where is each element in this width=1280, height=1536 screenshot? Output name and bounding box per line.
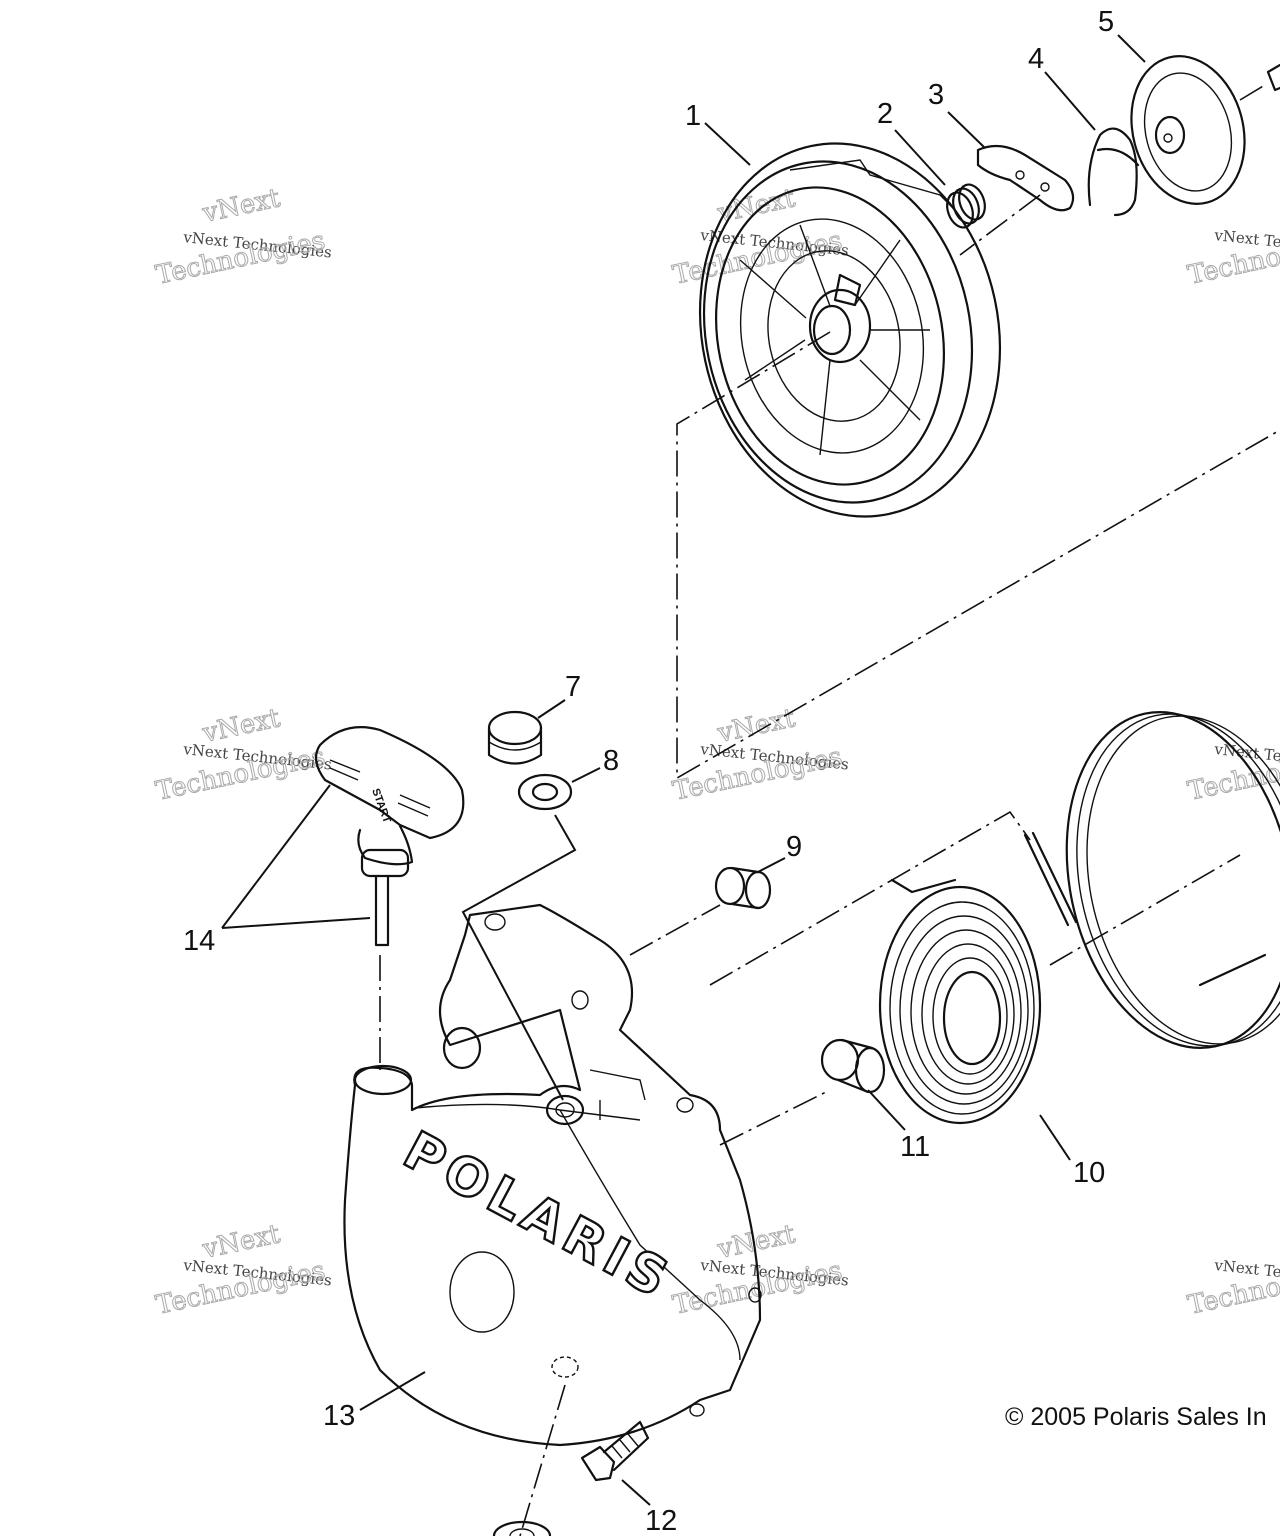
callout-7: 7 xyxy=(565,671,581,703)
sleeve-bushing xyxy=(820,1038,886,1094)
friction-spring-clip xyxy=(1087,127,1140,217)
housing-bolt xyxy=(580,1420,650,1482)
callout-3: 3 xyxy=(928,79,944,111)
watermark-top-right: vNext Technologies Technologies xyxy=(1185,225,1280,291)
watermark-mid-left: vNext vNext Technologies Technologies xyxy=(153,703,333,808)
callout-8: 8 xyxy=(603,745,619,777)
callout-12: 12 xyxy=(645,1505,677,1536)
callout-13: 13 xyxy=(323,1400,355,1432)
callout-14: 14 xyxy=(183,925,215,957)
pawl-spring xyxy=(946,183,986,229)
recoil-spring xyxy=(878,878,1042,1125)
watermark-mid-center: vNext vNext Technologies Technologies xyxy=(670,703,850,808)
watermark-bottom-left: vNext vNext Technologies Technologies xyxy=(153,1219,333,1322)
callout-9: 9 xyxy=(786,831,802,863)
cap-plug xyxy=(487,710,543,765)
svg-text:vNext: vNext xyxy=(199,183,283,229)
starter-rope-coil xyxy=(1023,711,1280,1049)
starter-pawl xyxy=(976,144,1075,212)
callout-1: 1 xyxy=(685,100,701,132)
rewind-pulley xyxy=(698,142,1002,518)
center-screw xyxy=(1266,63,1280,92)
assembly-center-lines xyxy=(379,84,1280,1536)
callout-10: 10 xyxy=(1073,1157,1105,1189)
callout-2: 2 xyxy=(877,98,893,130)
watermark-top-left: vNext vNext Technologies Technologies xyxy=(153,183,333,292)
copyright-notice: © 2005 Polaris Sales In xyxy=(1005,1403,1267,1431)
cover-logo: POLARIS xyxy=(394,1121,682,1312)
watermark-top-center: vNext vNext Technologies Technologies xyxy=(670,183,850,292)
callout-11: 11 xyxy=(900,1131,930,1163)
starter-handle: START xyxy=(314,726,465,947)
callout-4: 4 xyxy=(1028,43,1044,75)
bushing xyxy=(714,866,772,910)
watermark-bottom-right: vNext Technologies Technologies xyxy=(1185,1255,1280,1321)
seal-washer xyxy=(517,773,573,811)
friction-plate xyxy=(1130,55,1246,205)
callout-5: 5 xyxy=(1098,6,1114,38)
bottom-washer xyxy=(492,1520,552,1536)
starter-housing: POLARIS xyxy=(343,903,762,1447)
callout-leaders xyxy=(221,34,1146,1506)
callout-labels: 1 2 3 4 5 7 8 9 10 11 12 13 14 xyxy=(183,6,1114,1536)
